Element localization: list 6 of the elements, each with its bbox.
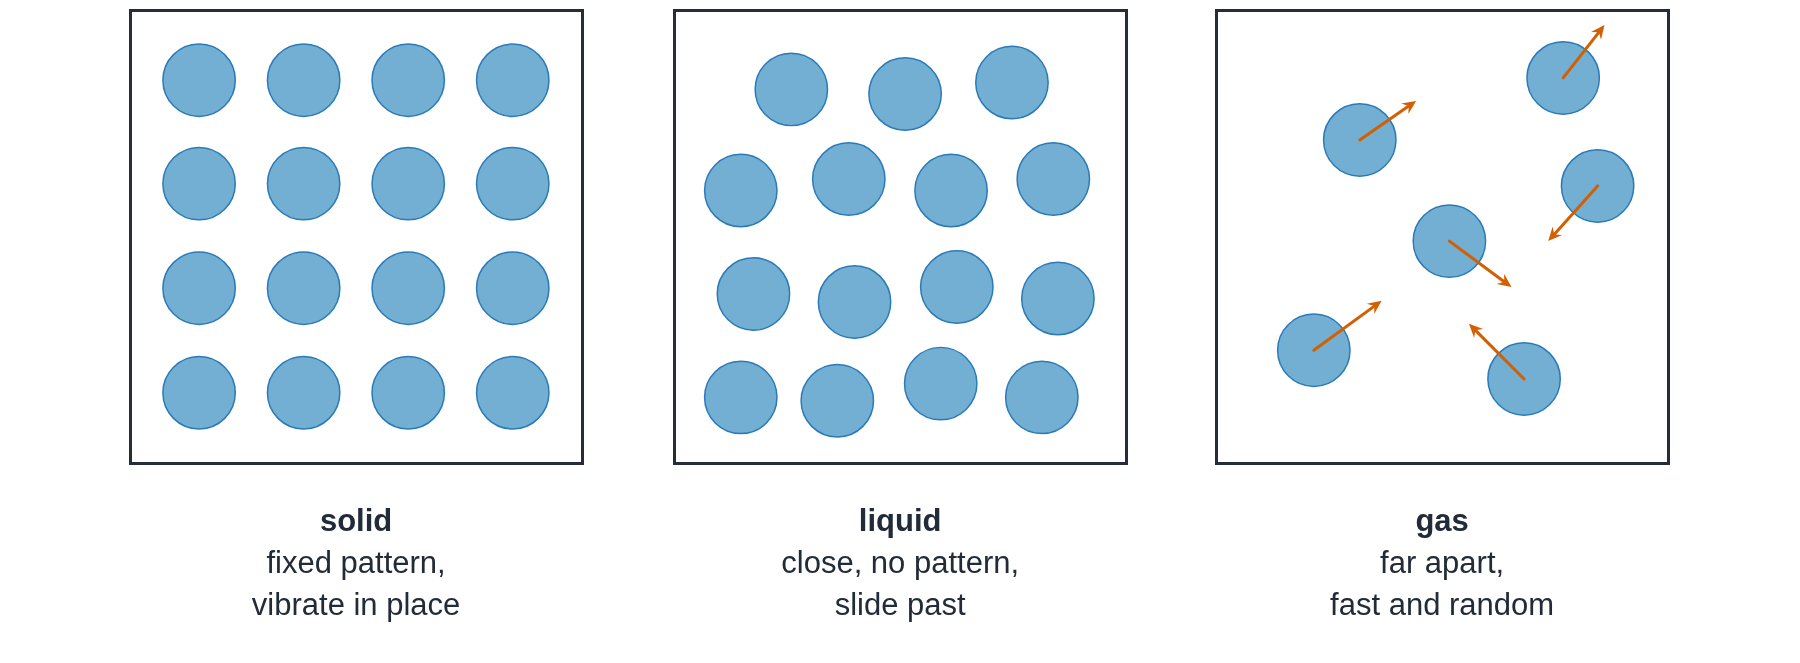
panel-heading: solid [319,502,393,540]
panel-heading: gas [1415,502,1469,540]
description-text: close, no pattern, slide past [781,544,1020,624]
description-text: fixed pattern, vibrate in place [251,544,461,624]
panel-heading: liquid [858,502,942,540]
description-text: far apart, fast and random [1330,544,1555,624]
